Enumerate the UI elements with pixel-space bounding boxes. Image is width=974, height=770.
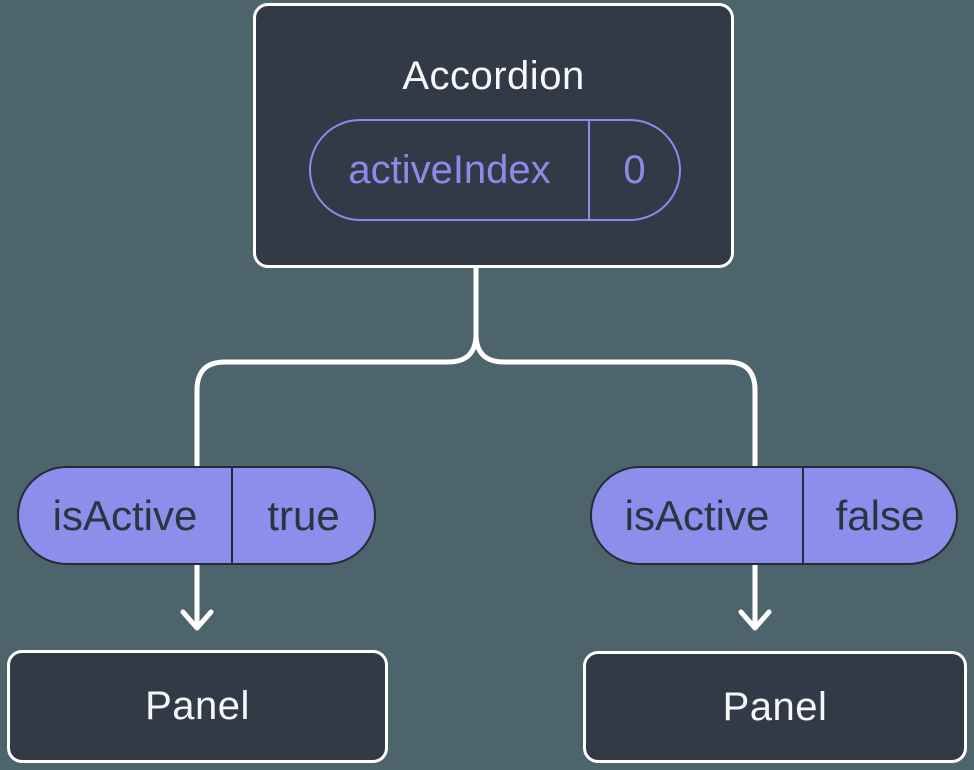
active-index-prop-pill: activeIndex 0 (309, 119, 681, 221)
accordion-node-label: Accordion (402, 54, 585, 98)
branch-left-line (194, 266, 479, 467)
panel-node-left: Panel (7, 650, 388, 763)
panel-node-right-label: Panel (722, 684, 828, 729)
arrow-down-left-icon (180, 561, 214, 631)
branch-right-line (473, 266, 758, 466)
state-value-left: true (267, 491, 340, 539)
prop-value-active-index: 0 (623, 147, 646, 192)
is-active-pill-right: isActive false (590, 466, 958, 565)
state-value-right: false (835, 491, 925, 539)
state-name-right: isActive (592, 468, 804, 563)
accordion-node: Accordion activeIndex 0 (253, 3, 734, 268)
panel-node-right: Panel (583, 651, 967, 763)
state-name-left: isActive (19, 468, 233, 563)
is-active-pill-left: isActive true (17, 466, 376, 565)
arrow-down-right-icon (738, 561, 772, 631)
prop-name-active-index: activeIndex (311, 121, 590, 219)
panel-node-left-label: Panel (145, 684, 250, 728)
